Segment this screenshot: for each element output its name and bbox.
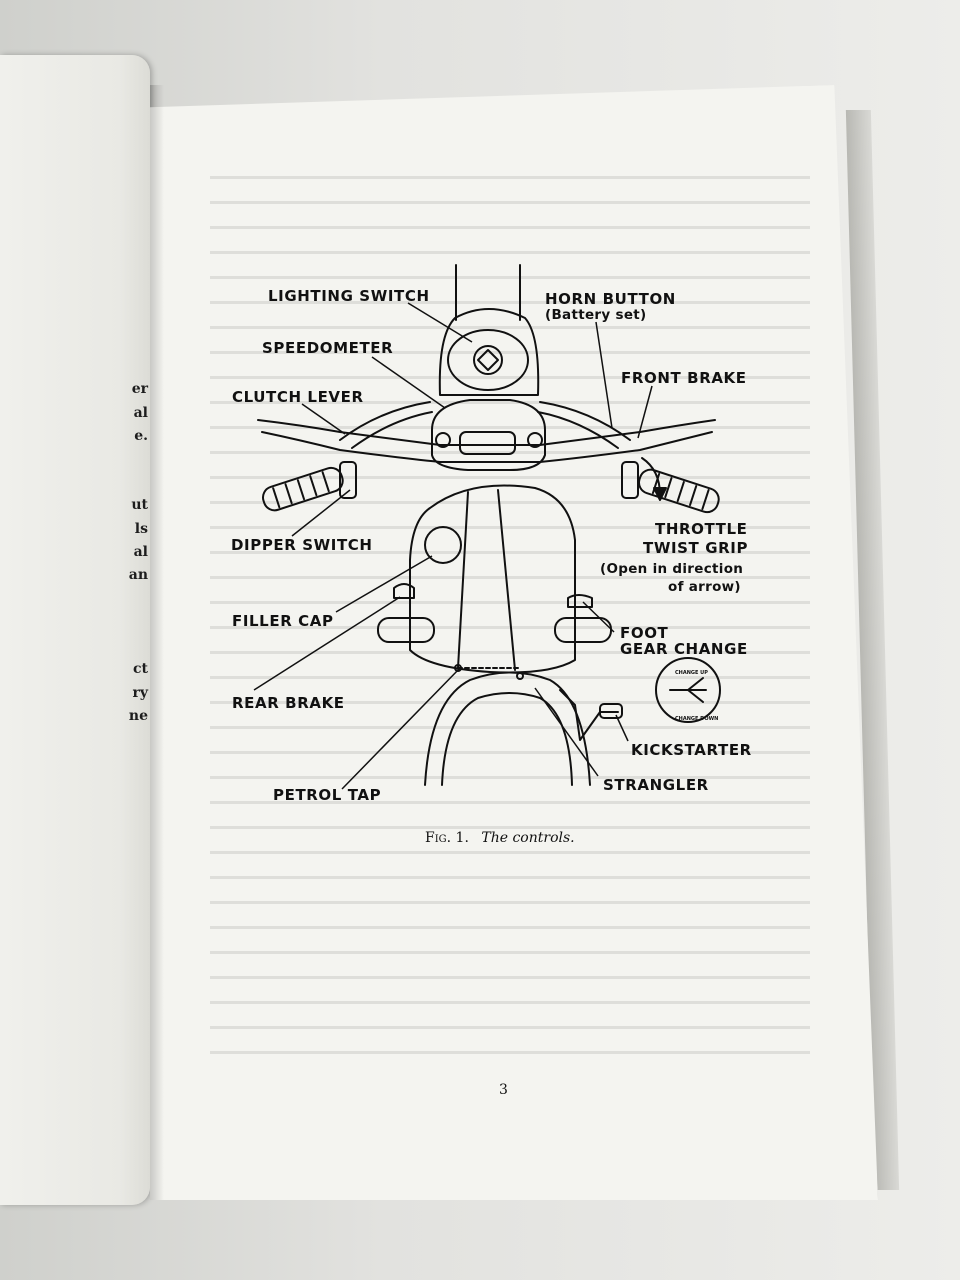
left-page: er al e. ut ls al an ct ry ne — [0, 55, 150, 1205]
gear-pedal — [567, 594, 593, 608]
label-front-brake: FRONT BRAKE — [621, 369, 747, 387]
throttle-arrowhead — [653, 487, 667, 501]
left-text-fragment: al — [133, 544, 148, 560]
left-text-fragment: an — [128, 567, 148, 583]
front-brake-lever — [539, 401, 631, 441]
seat-inner — [441, 692, 573, 786]
label-speedometer: SPEEDOMETER — [262, 339, 394, 357]
rear-brake-pedal — [393, 583, 415, 599]
caption-text: The controls. — [481, 830, 575, 846]
left-text-fragment: ne — [128, 708, 148, 724]
speedometer-housing — [431, 399, 546, 471]
gear-change-dial — [655, 657, 721, 723]
clutch-lever — [339, 401, 431, 441]
left-knee-grip — [377, 617, 435, 643]
left-switch-knob — [435, 432, 451, 448]
label-horn-button-note: (Battery set) — [545, 307, 647, 323]
dipper-switch-body — [339, 461, 357, 499]
headlamp-rim — [447, 329, 529, 391]
label-foot: FOOT — [620, 624, 669, 642]
left-grip — [262, 466, 344, 512]
left-text-fragment: al — [133, 405, 148, 421]
filler-cap — [424, 526, 462, 564]
label-throttle-line1: THROTTLE — [655, 520, 748, 538]
badge-emblem — [473, 345, 503, 375]
label-throttle-line2: TWIST GRIP — [643, 539, 749, 557]
kickstarter-pedal — [599, 703, 623, 719]
right-switch-knob — [527, 432, 543, 448]
label-petrol-tap: PETROL TAP — [273, 786, 382, 804]
kickstarter-arm — [559, 689, 619, 741]
label-rear-brake: REAR BRAKE — [232, 694, 345, 712]
right-page — [150, 85, 878, 1200]
seat-outline — [424, 671, 591, 786]
left-text-fragment: er — [131, 381, 148, 397]
right-grip — [638, 468, 720, 514]
label-dipper-switch: DIPPER SWITCH — [231, 536, 373, 554]
left-text-fragment: ls — [134, 521, 148, 537]
label-strangler: STRANGLER — [603, 776, 709, 794]
label-filler-cap: FILLER CAP — [232, 612, 334, 630]
label-gear-change: GEAR CHANGE — [620, 640, 748, 658]
headlamp-nacelle — [438, 308, 540, 396]
label-lighting-switch: LIGHTING SWITCH — [268, 287, 430, 305]
label-kickstarter: KICKSTARTER — [631, 741, 752, 759]
left-text-fragment: ry — [132, 685, 148, 701]
fuel-tank — [409, 484, 576, 674]
handlebar-top — [257, 419, 716, 446]
page-number: 3 — [499, 1082, 508, 1098]
speedometer-dial — [459, 431, 516, 455]
badge-mark — [477, 349, 499, 371]
left-text-fragment: e. — [134, 428, 148, 444]
label-horn-button: HORN BUTTON — [545, 290, 676, 308]
handlebar-bottom — [261, 431, 713, 463]
left-text-fragment: ct — [133, 661, 148, 677]
leader-lines — [253, 302, 653, 790]
label-throttle-note-line1: (Open in direction — [600, 561, 744, 577]
label-throttle-note-line2: of arrow) — [668, 579, 741, 595]
throttle-housing — [621, 461, 639, 499]
caption-fig-number: Fig. 1. — [425, 830, 469, 846]
book-gutter — [150, 85, 164, 1200]
label-clutch-lever: CLUTCH LEVER — [232, 388, 364, 406]
left-text-fragment: ut — [131, 497, 148, 513]
gear-dial-up-text: CHANGE UP — [675, 670, 708, 676]
figure-caption: Fig. 1. The controls. — [425, 830, 575, 846]
tank-seam-right — [497, 489, 516, 671]
clutch-lever-edge — [351, 411, 433, 449]
front-brake-lever-edge — [537, 411, 619, 449]
gear-dial-down-text: CHANGE DOWN — [675, 716, 719, 722]
tank-seam-left — [457, 491, 469, 669]
